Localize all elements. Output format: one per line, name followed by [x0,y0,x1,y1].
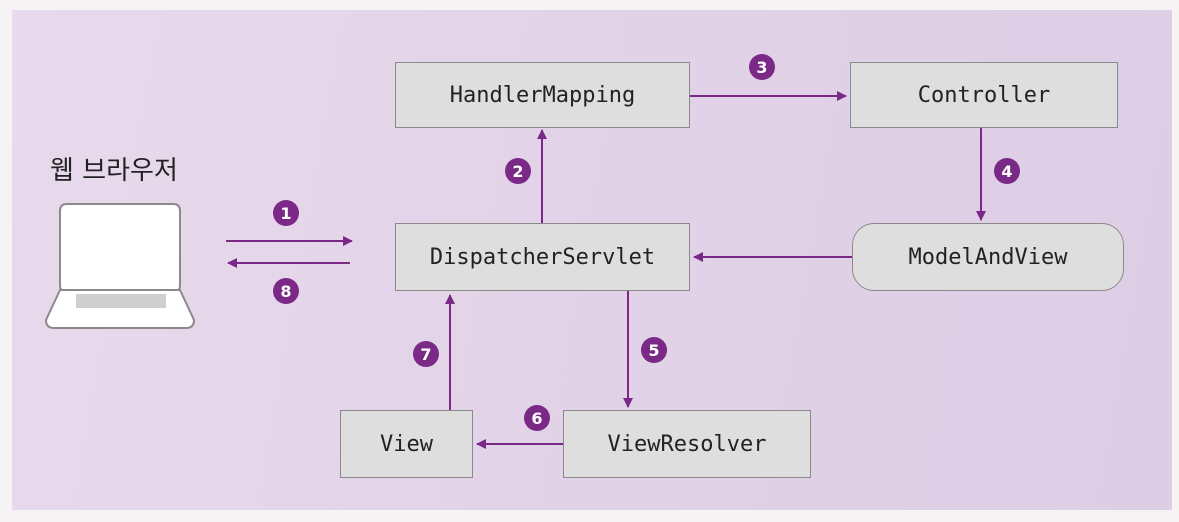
handler-mapping-box: HandlerMapping [395,62,690,128]
step-badge-1: 1 [273,200,299,226]
view-resolver-box: ViewResolver [563,410,811,478]
view-box: View [340,410,473,478]
controller-label: Controller [917,82,1051,108]
step-badge-7: 7 [413,341,439,367]
model-and-view-label: ModelAndView [908,244,1068,270]
view-resolver-label: ViewResolver [607,431,767,457]
view-label: View [380,431,433,457]
browser-label: 웹 브라우저 [50,156,178,186]
step-badge-3: 3 [749,54,775,80]
handler-mapping-label: HandlerMapping [449,82,636,108]
controller-box: Controller [850,62,1118,128]
step-badge-2: 2 [505,158,531,184]
dispatcher-servlet-label: DispatcherServlet [429,244,656,270]
step-badge-6: 6 [524,405,550,431]
step-badge-8: 8 [273,278,299,304]
dispatcher-servlet-box: DispatcherServlet [395,223,690,291]
laptop-icon [44,203,196,329]
step-badge-5: 5 [641,337,667,363]
step-badge-4: 4 [994,158,1020,184]
model-and-view-box: ModelAndView [852,223,1124,291]
